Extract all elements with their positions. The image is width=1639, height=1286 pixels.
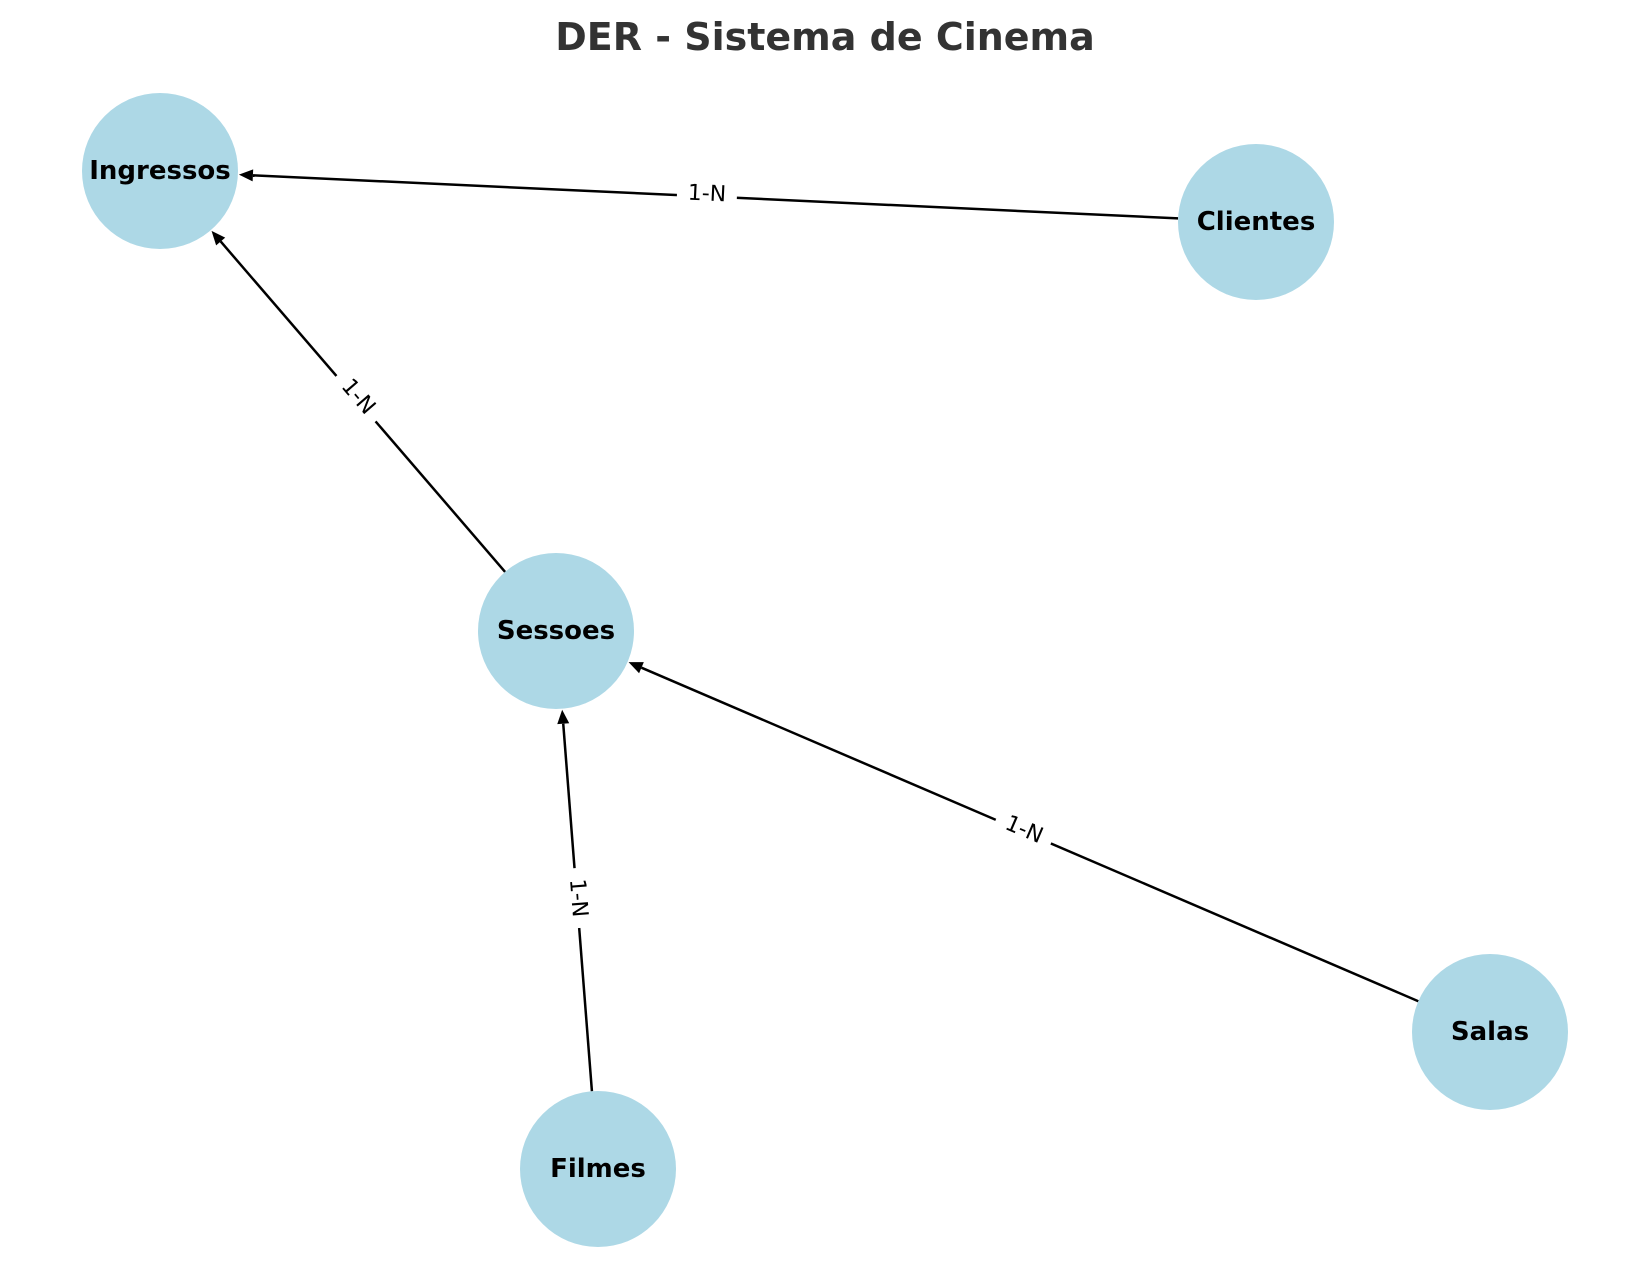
edge-label-background [560, 866, 596, 930]
edges-layer [211, 169, 1419, 1092]
entity-node-clientes: Clientes [1178, 144, 1334, 300]
arrowhead-icon [628, 662, 644, 674]
entity-label: Ingressos [89, 156, 231, 186]
edge-labels-layer: 1-N1-N1-N1-N [327, 177, 1058, 930]
edge-label-filmes-sessoes: 1-N [560, 866, 596, 930]
entity-circle [478, 553, 634, 709]
edge-label-background [327, 364, 389, 430]
diagram-title: DER - Sistema de Cinema [555, 15, 1095, 59]
edge-label-background [676, 177, 738, 211]
entity-node-filmes: Filmes [520, 1091, 676, 1247]
edge-label-clientes-ingressos: 1-N [676, 177, 738, 211]
entity-label: Salas [1451, 1017, 1529, 1047]
entity-circle [1412, 954, 1568, 1110]
entity-circle [1178, 144, 1334, 300]
entity-node-sessoes: Sessoes [478, 553, 634, 709]
arrowhead-icon [211, 230, 226, 246]
entity-circle [82, 93, 238, 249]
arrowhead-icon [557, 709, 570, 725]
arrowhead-icon [238, 169, 254, 182]
edge-label-text: 1-N [687, 181, 727, 208]
edge-label-salas-sessoes: 1-N [990, 804, 1058, 856]
entity-circle [520, 1091, 676, 1247]
entity-node-salas: Salas [1412, 954, 1568, 1110]
entity-label: Filmes [550, 1154, 646, 1184]
edge-label-text: 1-N [564, 878, 592, 918]
edge-label-background [990, 804, 1058, 856]
entity-label: Sessoes [497, 616, 615, 646]
entity-label: Clientes [1197, 207, 1316, 237]
entity-node-ingressos: Ingressos [82, 93, 238, 249]
